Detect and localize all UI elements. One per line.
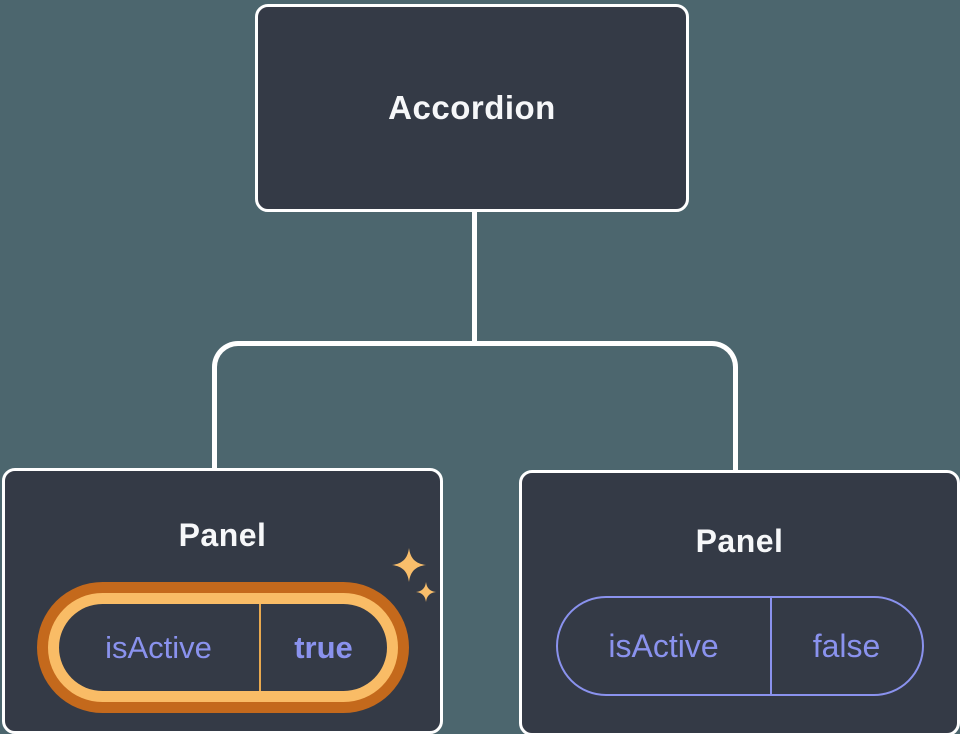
panel-node-active: Panel isActive true <box>2 468 443 734</box>
state-value-label: true <box>294 629 353 665</box>
state-key-label: isActive <box>608 627 719 664</box>
connector-branch <box>212 341 738 470</box>
state-pill-highlight-ring: isActive true <box>47 593 398 702</box>
state-pill-plain: isActive false <box>555 596 924 696</box>
state-key-label: isActive <box>105 629 212 665</box>
panel-title: Panel <box>178 517 267 553</box>
accordion-node-label: Accordion <box>388 89 556 126</box>
sparkle-icon-small <box>416 582 436 602</box>
connector-stem <box>472 210 477 346</box>
state-value-label: false <box>812 627 881 664</box>
state-pill-divider <box>769 598 772 694</box>
state-pill-highlighted: isActive true <box>36 582 409 713</box>
sparkle-icon-large <box>392 548 426 582</box>
accordion-node: Accordion <box>255 4 689 212</box>
state-pill-divider <box>258 604 261 691</box>
panel-title: Panel <box>695 523 784 559</box>
panel-node-inactive: Panel isActive false <box>519 470 960 734</box>
state-pill-body: isActive true <box>58 604 387 691</box>
